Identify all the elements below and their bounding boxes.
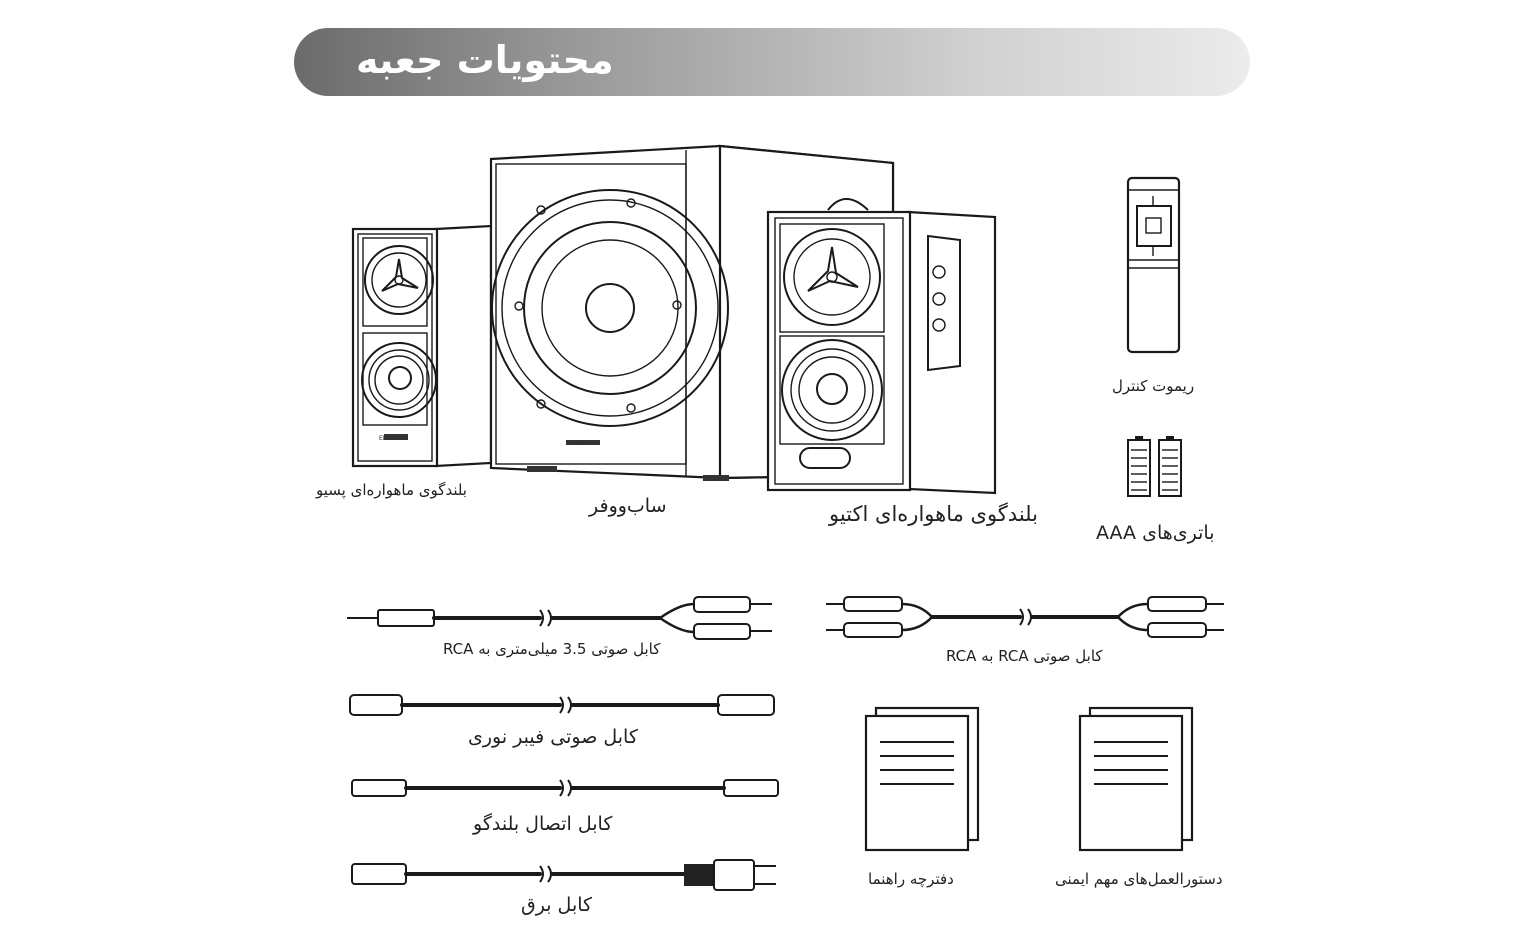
active-speaker-icon bbox=[766, 198, 997, 495]
caption-remote: ریموت کنترل bbox=[1112, 377, 1195, 395]
cable-rca-to-rca-icon bbox=[826, 596, 1224, 638]
cable-35mm-to-rca-icon bbox=[347, 596, 772, 640]
manual-document-icon bbox=[864, 706, 980, 852]
subwoofer-logo: EDIFIER bbox=[566, 439, 594, 447]
caption-cable-35-rca: کابل صوتی 3.5 میلی‌متری به RCA bbox=[443, 640, 661, 658]
header-banner bbox=[294, 28, 1250, 96]
caption-cable-optical: کابل صوتی فیبر نوری bbox=[468, 726, 638, 748]
page-title: محتویات جعبه bbox=[356, 38, 614, 82]
caption-subwoofer: ساب‌ووفر bbox=[589, 495, 667, 517]
passive-speaker-logo: EDIFIER bbox=[379, 435, 403, 442]
caption-active-speaker: بلندگوی ماهواره‌ای اکتیو bbox=[829, 502, 1038, 526]
passive-speaker-icon bbox=[351, 224, 493, 468]
caption-safety: دستورالعمل‌های مهم ایمنی bbox=[1055, 870, 1223, 888]
caption-passive-speaker: بلندگوی ماهواره‌ای پسیو bbox=[316, 481, 467, 499]
battery-icon bbox=[1127, 436, 1182, 497]
caption-cable-power: کابل برق bbox=[521, 894, 593, 916]
caption-cable-rca-rca: کابل صوتی RCA به RCA bbox=[946, 647, 1103, 665]
caption-manual: دفترچه راهنما bbox=[868, 870, 954, 888]
cable-power-icon bbox=[351, 859, 776, 891]
caption-cable-speaker: کابل اتصال بلندگو bbox=[473, 813, 613, 835]
caption-batteries: باتری‌های AAA bbox=[1096, 522, 1215, 544]
safety-document-icon bbox=[1078, 706, 1194, 852]
remote-icon bbox=[1126, 176, 1181, 354]
cable-speaker-icon bbox=[351, 779, 779, 797]
cable-optical-icon bbox=[349, 694, 775, 716]
